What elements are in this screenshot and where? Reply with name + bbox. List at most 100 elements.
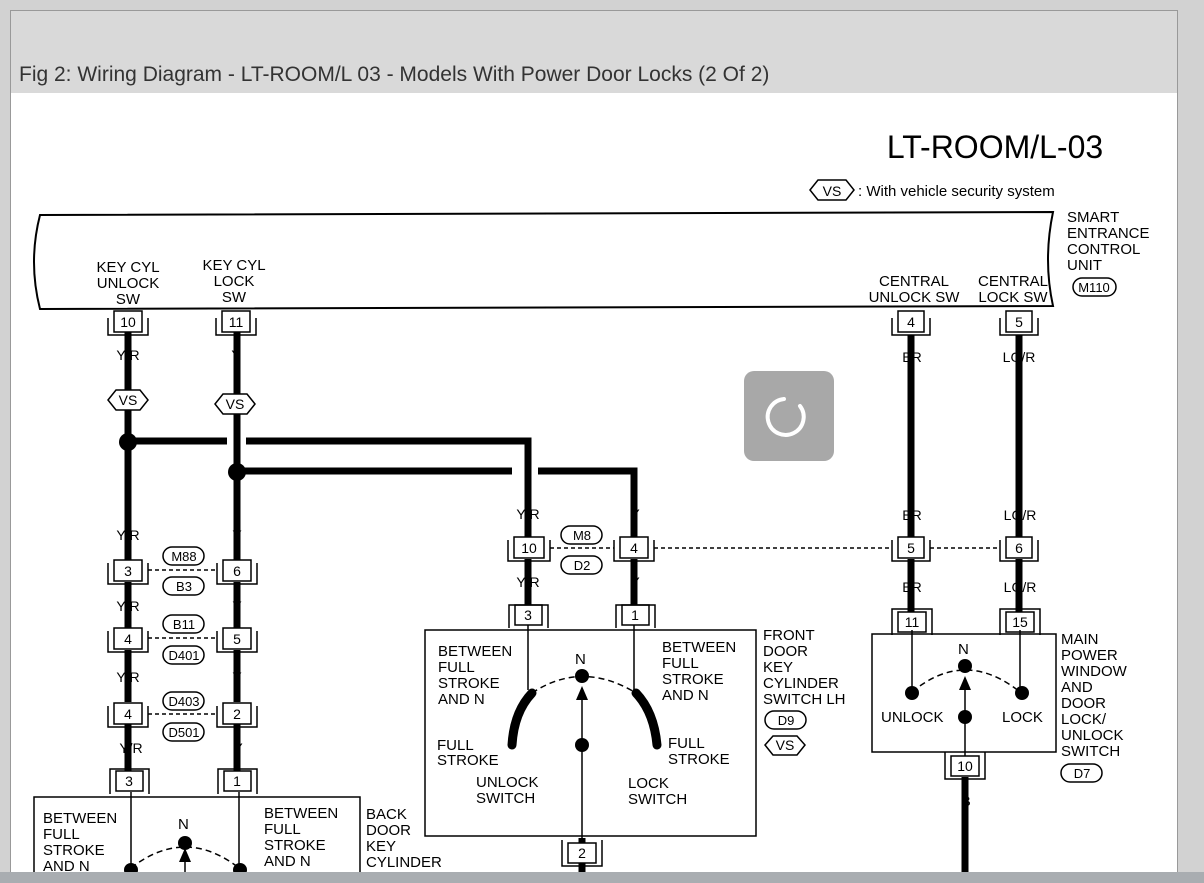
main-switch-unlock-point [905,686,919,700]
front-switch-labels: BETWEEN FULL STROKE AND N BETWEEN FULL S… [437,627,846,808]
svg-text:SW: SW [116,291,141,308]
svg-text:3: 3 [524,607,532,623]
svg-text:Y: Y [231,347,241,363]
svg-text:N: N [575,651,586,668]
svg-text:B11: B11 [173,617,195,632]
svg-text:D9: D9 [778,713,795,728]
svg-text:VS: VS [119,392,138,408]
svg-text:LOCK: LOCK [214,273,255,290]
svg-text:LOCK: LOCK [628,775,669,792]
svg-text:STROKE: STROKE [437,752,499,769]
loading-spinner [744,371,834,461]
svg-text:FULL: FULL [662,655,699,672]
diagram-code: LT-ROOM/L-03 [887,129,1103,165]
splice-points [119,433,246,481]
svg-text:SWITCH: SWITCH [628,791,687,808]
svg-text:M8: M8 [573,528,591,543]
back-switch-left-point [124,863,138,872]
svg-text:SW: SW [222,289,247,306]
svg-text:1: 1 [233,773,241,789]
svg-text:D2: D2 [574,558,591,573]
svg-text:DOOR: DOOR [366,822,411,839]
svg-text:BETWEEN: BETWEEN [662,639,736,656]
bottom-scroll-bar[interactable] [0,872,1204,883]
connector-brackets [107,318,1041,867]
vs-option-markers: VS VS [107,389,256,415]
svg-text:Y/R: Y/R [116,527,139,543]
svg-text:Y: Y [233,740,243,756]
svg-text:FULL: FULL [668,735,705,752]
svg-text:Y/R: Y/R [116,347,139,363]
svg-text:Y/R: Y/R [516,506,539,522]
vs-legend-symbol-text: VS [823,183,842,199]
svg-text:AND N: AND N [43,858,90,875]
svg-text:SWITCH: SWITCH [476,790,535,807]
svg-text:15: 15 [1012,614,1028,630]
svg-text:AND N: AND N [264,853,311,870]
vs-legend-symbol [809,179,855,201]
svg-text:KEY CYL: KEY CYL [96,259,159,276]
svg-text:FULL: FULL [264,821,301,838]
svg-text:BETWEEN: BETWEEN [264,805,338,822]
main-power-window-switch-box [871,633,1057,753]
svg-text:DOOR: DOOR [763,643,808,660]
main-switch-neutral-point [958,659,972,673]
svg-text:DOOR: DOOR [1061,695,1106,712]
vs-marker-d9 [764,735,806,756]
svg-text:UNLOCK: UNLOCK [881,709,944,726]
back-switch-neutral-point [178,836,192,850]
svg-text:B3: B3 [176,579,192,594]
svg-text:2: 2 [233,706,241,722]
svg-text:SWITCH: SWITCH [1061,743,1120,760]
svg-text:5: 5 [233,631,241,647]
svg-text:KEY CYL: KEY CYL [202,257,265,274]
connector-m110 [1072,277,1117,297]
svg-text:N: N [178,816,189,833]
svg-text:CONTROL: CONTROL [1067,241,1140,258]
svg-text:Y: Y [232,669,242,685]
svg-text:N: N [958,641,969,658]
figure-header: Fig 2: Wiring Diagram - LT-ROOM/L 03 - M… [11,11,1177,93]
svg-text:4: 4 [124,706,132,722]
connector-pins [113,310,1035,864]
svg-text:BR: BR [902,579,921,595]
svg-text:BR: BR [902,349,921,365]
svg-text:2: 2 [578,845,586,861]
svg-text:UNLOCK: UNLOCK [476,774,539,791]
svg-text:10: 10 [957,758,973,774]
svg-text:LOCK SW: LOCK SW [978,289,1048,306]
back-switch-labels: BETWEEN FULL STROKE AND N BETWEEN FULL S… [43,805,442,875]
svg-text:Y/R: Y/R [119,740,142,756]
svg-text:LG/R: LG/R [1004,507,1037,523]
svg-text:D501: D501 [168,725,199,740]
svg-text:BETWEEN: BETWEEN [438,643,512,660]
wire-harness [124,332,1023,872]
svg-text:CENTRAL: CENTRAL [879,273,949,290]
svg-text:CYLINDER: CYLINDER [366,854,442,871]
svg-text:BACK: BACK [366,806,407,823]
main-switch-lock-point [1015,686,1029,700]
back-switch-right-point [233,863,247,872]
svg-text:VS: VS [226,396,245,412]
pin-numbers: 10 11 4 5 10 4 5 6 3 1 2 11 15 10 3 6 4 … [120,314,1028,861]
svg-text:Y: Y [630,574,640,590]
svg-text:AND N: AND N [438,691,485,708]
svg-text:4: 4 [907,314,915,330]
svg-text:UNIT: UNIT [1067,257,1102,274]
switch-input-labels: KEY CYL UNLOCK SW KEY CYL LOCK SW CENTRA… [96,257,1048,308]
svg-text:D403: D403 [168,694,199,709]
svg-text:Y/R: Y/R [116,598,139,614]
svg-text:FULL: FULL [43,826,80,843]
svg-text:M88: M88 [171,549,196,564]
svg-text:11: 11 [229,314,244,330]
svg-text:MAIN: MAIN [1061,631,1099,648]
svg-text:4: 4 [124,631,132,647]
svg-text:SWITCH LH: SWITCH LH [763,691,846,708]
svg-text:Y: Y [232,598,242,614]
svg-text:STROKE: STROKE [264,837,326,854]
main-switch-labels: N UNLOCK LOCK MAIN POWER WINDOW AND DOOR… [881,631,1128,760]
spinner-icon [765,397,806,437]
svg-text:STROKE: STROKE [662,671,724,688]
front-door-key-cylinder-switch-box [424,629,757,837]
